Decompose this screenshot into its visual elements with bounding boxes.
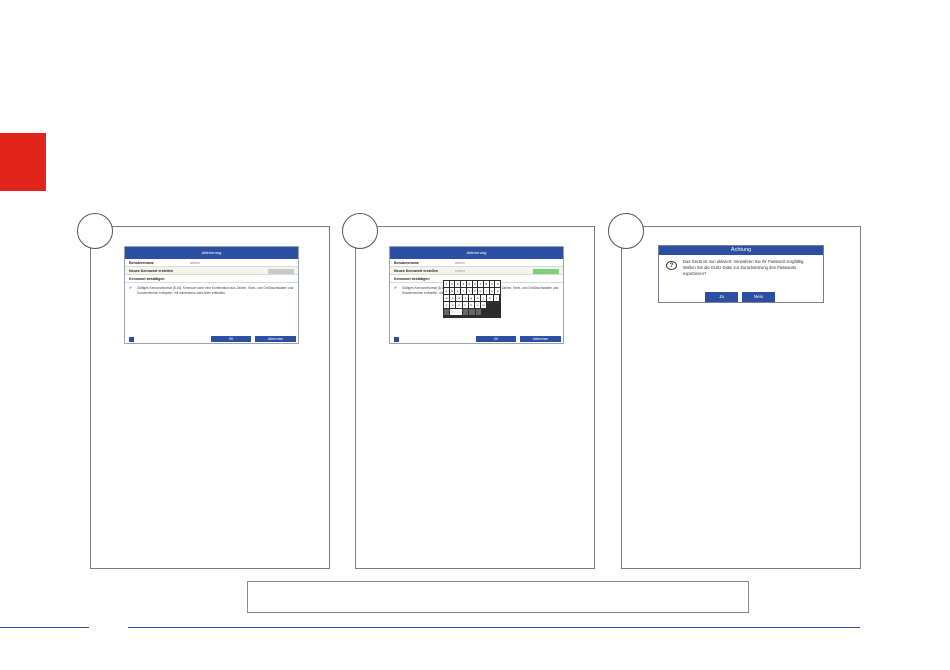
key-f[interactable]: f xyxy=(462,295,468,301)
key-v[interactable]: v xyxy=(462,302,468,308)
no-button[interactable]: Nein xyxy=(742,292,775,302)
key-5[interactable]: 5 xyxy=(466,281,472,287)
keyboard-toggle-icon[interactable] xyxy=(129,337,134,342)
cancel-button[interactable]: Abbrechen xyxy=(255,336,296,342)
confirm-password-row[interactable]: Kennwort bestätigen xyxy=(125,275,298,283)
key-w[interactable]: w xyxy=(449,288,455,294)
ok-button[interactable]: OK xyxy=(211,336,251,342)
dialog-title: Achtung xyxy=(659,246,823,255)
key-shift[interactable] xyxy=(444,309,450,315)
key-c[interactable]: c xyxy=(456,302,462,308)
key-b[interactable]: b xyxy=(468,302,474,308)
key-8[interactable]: 8 xyxy=(483,281,489,287)
key-left[interactable] xyxy=(463,309,469,315)
key-r[interactable]: r xyxy=(461,288,466,294)
key-l[interactable]: l xyxy=(493,295,499,301)
key-g[interactable]: g xyxy=(468,295,474,301)
key-3[interactable]: 3 xyxy=(455,281,461,287)
activation-screen-2: Aktivierung Benutzername admin Neues Ken… xyxy=(389,246,564,344)
screen-title: Aktivierung xyxy=(125,247,298,259)
step-number-circle xyxy=(77,213,113,249)
key-1[interactable]: 1 xyxy=(444,281,449,287)
key-h[interactable]: h xyxy=(474,295,481,301)
screen-title: Aktivierung xyxy=(390,247,563,259)
keyboard-toggle-icon[interactable] xyxy=(394,337,399,342)
attention-dialog: Achtung ? Das Gerät ist nun aktiviert. V… xyxy=(658,245,824,303)
key-i[interactable]: i xyxy=(483,288,489,294)
key-enter[interactable] xyxy=(475,309,481,315)
key-m[interactable]: m xyxy=(481,302,487,308)
ok-button[interactable]: OK xyxy=(476,336,516,342)
dialog-message: Das Gerät ist nun aktiviert. Verwahren S… xyxy=(683,259,805,276)
password-strength-indicator xyxy=(268,268,294,274)
yes-button[interactable]: Ja xyxy=(705,292,738,302)
chapter-marker xyxy=(0,133,46,191)
key-p[interactable]: p xyxy=(495,288,501,294)
key-j[interactable]: j xyxy=(481,295,487,301)
question-bubble-icon: ? xyxy=(666,261,677,270)
key-n[interactable]: n xyxy=(474,302,481,308)
key-x[interactable]: x xyxy=(450,302,456,308)
key-4[interactable]: 4 xyxy=(461,281,466,287)
key-k[interactable]: k xyxy=(487,295,493,301)
key-0[interactable]: 0 xyxy=(495,281,501,287)
checkmark-icon: ✔ xyxy=(129,285,133,290)
key-z[interactable]: z xyxy=(472,288,478,294)
password-hint: ✔ Gültiges Kennwortformat [8-16]. Kennwo… xyxy=(129,285,294,295)
key-7[interactable]: 7 xyxy=(478,281,483,287)
key-t[interactable]: t xyxy=(466,288,472,294)
step-number-circle xyxy=(342,213,378,249)
key-9[interactable]: 9 xyxy=(489,281,495,287)
key-u[interactable]: u xyxy=(478,288,483,294)
caption-box xyxy=(247,581,749,613)
key-o[interactable]: o xyxy=(489,288,495,294)
key-e[interactable]: e xyxy=(455,288,461,294)
key-2[interactable]: 2 xyxy=(449,281,455,287)
step-number-circle xyxy=(608,213,644,249)
new-password-row[interactable]: Neues Kennwort erstellen xyxy=(125,267,298,275)
key-6[interactable]: 6 xyxy=(472,281,478,287)
footer-rule-right xyxy=(128,627,860,628)
cancel-button[interactable]: Abbrechen xyxy=(520,336,561,342)
password-strength-indicator xyxy=(533,268,559,274)
activation-screen-1: Aktivierung Benutzername admin Neues Ken… xyxy=(124,246,299,344)
key-a[interactable]: a xyxy=(444,295,450,301)
key-space[interactable] xyxy=(450,309,463,315)
key-q[interactable]: q xyxy=(444,288,449,294)
key-y[interactable]: y xyxy=(444,302,450,308)
key-d[interactable]: d xyxy=(456,295,462,301)
checkmark-icon: ✔ xyxy=(394,285,398,290)
new-password-row[interactable]: Neues Kennwort erstellen •••••••• xyxy=(390,267,563,275)
footer-rule-left xyxy=(0,627,89,628)
username-row: Benutzername admin xyxy=(125,259,298,267)
key-s[interactable]: s xyxy=(450,295,456,301)
key-right[interactable] xyxy=(469,309,475,315)
username-row: Benutzername admin xyxy=(390,259,563,267)
